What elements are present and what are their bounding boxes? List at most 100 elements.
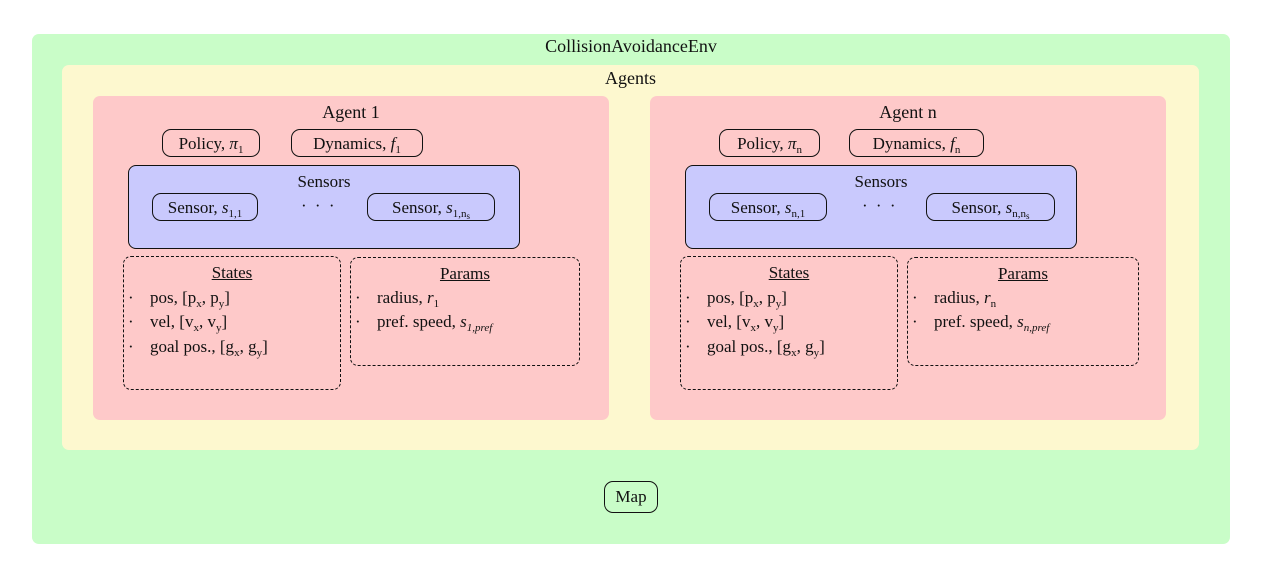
bullet: ·	[685, 312, 691, 331]
state-pos-item: ·pos, [px, py]	[128, 288, 230, 310]
agents-title: Agents	[605, 68, 656, 88]
agent-1-sensor-first: Sensor, s1,1	[152, 193, 258, 221]
param-symbol: s	[460, 312, 467, 331]
state-math-end: ]	[781, 288, 787, 307]
policy-label: Policy,	[178, 134, 230, 153]
bullet: ·	[128, 337, 134, 356]
bullet: ·	[128, 288, 134, 307]
bullet: ·	[355, 288, 361, 307]
agent-1-policy-node: Policy, π1	[162, 129, 260, 157]
state-vel-item: ·vel, [vx, vy]	[685, 312, 785, 334]
dynamics-label: Dynamics,	[313, 134, 391, 153]
state-math: [p	[182, 288, 197, 307]
sub-a: x	[753, 298, 759, 310]
state-math-end: ]	[819, 337, 825, 356]
agent-n-params-box: Params ·radius, rn ·pref. speed, sn,pref	[907, 257, 1139, 366]
param-symbol: s	[1017, 312, 1024, 331]
sub-b: y	[215, 322, 222, 334]
sub-a: x	[193, 322, 199, 334]
sub-b: y	[775, 298, 782, 310]
state-math-end: ]	[778, 312, 785, 331]
bullet: ·	[912, 288, 918, 307]
state-math: [v	[179, 312, 194, 331]
sensor-label: Sensor,	[167, 198, 222, 217]
sub-b: y	[772, 322, 779, 334]
state-label: goal pos.,	[150, 337, 220, 356]
param-subscript: 1	[433, 298, 440, 310]
agent-n-box: Agent n Policy, πn Dynamics, fn Sensors …	[650, 96, 1166, 420]
bullet: ·	[912, 312, 918, 331]
param-label: radius,	[934, 288, 985, 307]
state-math-end: ]	[224, 288, 230, 307]
agent-1-dynamics-node: Dynamics, f1	[291, 129, 423, 157]
sensors-title: Sensors	[297, 172, 351, 191]
agent-n-sensor-first: Sensor, sn,1	[709, 193, 827, 221]
sensor-subsubscript: s	[1025, 211, 1030, 221]
sensor-subscript: 1,n	[452, 208, 467, 220]
state-label: pos,	[707, 288, 740, 307]
state-math-mid: , v	[755, 312, 773, 331]
bullet: ·	[128, 312, 134, 331]
sensor-label: Sensor,	[392, 198, 447, 217]
param-subscript: n	[990, 298, 997, 310]
state-label: goal pos.,	[707, 337, 777, 356]
policy-subscript: 1	[237, 144, 244, 156]
state-math-mid: , p	[201, 288, 219, 307]
agent-n-sensor-last: Sensor, sn,ns	[926, 193, 1055, 221]
collision-avoidance-env-container: CollisionAvoidanceEnv Agents Agent 1 Pol…	[32, 34, 1230, 544]
bullet: ·	[685, 288, 691, 307]
agents-container: Agents Agent 1 Policy, π1 Dynamics, f1 S…	[62, 65, 1199, 450]
policy-symbol: π	[787, 134, 797, 153]
sensor-symbol: s	[446, 198, 453, 217]
param-label: radius,	[377, 288, 428, 307]
sensor-subscript: 1,1	[228, 208, 243, 220]
agent-n-states-box: States ·pos, [px, py] ·vel, [vx, vy] ·go…	[680, 256, 898, 390]
state-math: [g	[776, 337, 792, 356]
agent-1-params-box: Params · radius, r1 · pref. speed, s1,pref	[350, 257, 580, 366]
state-math-mid: , g	[239, 337, 257, 356]
param-speed-item: · pref. speed, s1,pref	[355, 312, 493, 334]
agent-n-dynamics-node: Dynamics, fn	[849, 129, 984, 157]
env-title: CollisionAvoidanceEnv	[545, 36, 717, 56]
sensor-subsubscript: s	[466, 211, 470, 221]
state-math: [p	[739, 288, 754, 307]
sensors-ellipsis: · · ·	[862, 196, 898, 215]
agent-1-sensor-last: Sensor, s1,ns	[367, 193, 495, 221]
sensor-label: Sensor,	[730, 198, 785, 217]
state-goal-item: ·goal pos., [gx, gy]	[685, 337, 825, 359]
state-label: vel,	[707, 312, 737, 331]
param-symbol: r	[984, 288, 991, 307]
state-label: vel,	[150, 312, 180, 331]
sub-b: y	[256, 347, 263, 359]
state-math-mid: , p	[758, 288, 776, 307]
sensor-label: Sensor,	[951, 198, 1006, 217]
dynamics-label: Dynamics,	[872, 134, 951, 153]
policy-symbol: π	[229, 134, 238, 153]
sub-a: x	[791, 347, 797, 359]
state-goal-item: ·goal pos., [gx, gy]	[128, 337, 268, 359]
agent-n-sensors-box: Sensors Sensor, sn,1 · · · Sensor, sn,ns	[685, 165, 1077, 249]
state-pos-item: · pos, [px, py]	[685, 288, 787, 310]
params-title: Params	[439, 264, 491, 283]
sensors-ellipsis: · · ·	[301, 196, 337, 215]
state-math: [g	[219, 337, 235, 356]
param-subscript: 1,pref	[466, 322, 493, 334]
dynamics-symbol: f	[950, 134, 955, 153]
param-speed-item: ·pref. speed, sn,pref	[912, 312, 1049, 334]
agent-1-title: Agent 1	[322, 102, 380, 122]
sub-a: x	[234, 347, 240, 359]
sensor-symbol: s	[221, 198, 229, 217]
dynamics-symbol: f	[390, 134, 396, 153]
sensor-symbol: s	[784, 198, 792, 217]
param-symbol: r	[427, 288, 434, 307]
param-label: pref. speed,	[377, 312, 461, 331]
param-radius-item: · radius, rn	[912, 288, 997, 310]
agent-n-policy-node: Policy, πn	[719, 129, 820, 157]
bullet: ·	[355, 312, 361, 331]
state-math-mid: , v	[198, 312, 216, 331]
state-math-end: ]	[221, 312, 228, 331]
state-vel-item: · vel, [vx, vy]	[128, 312, 228, 334]
sensors-title: Sensors	[854, 172, 908, 191]
agent-1-box: Agent 1 Policy, π1 Dynamics, f1 Sensors …	[93, 96, 609, 420]
sub-a: x	[196, 298, 202, 310]
